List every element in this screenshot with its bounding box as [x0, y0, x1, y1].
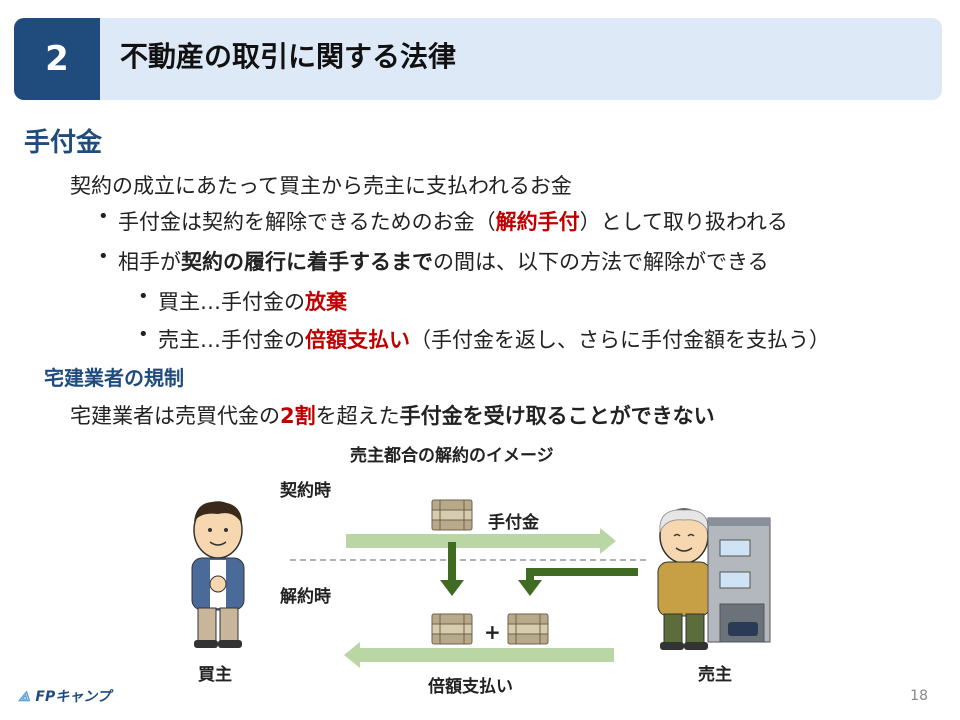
bullet-1-em: 解約手付 — [495, 210, 580, 234]
sub-bullet-2-post: （手付金を返し、さらに手付金額を支払う） — [410, 328, 830, 352]
bullet-1: 手付金は契約を解除できるためのお金（解約手付）として取り扱われる — [98, 206, 788, 236]
bullet-2-pre: 相手が — [118, 250, 181, 274]
contract-time-label: 契約時 — [280, 481, 331, 501]
deposit-label: 手付金 — [488, 513, 539, 533]
cancel-time-label: 解約時 — [280, 587, 331, 607]
section-title: 手付金 — [24, 128, 103, 158]
logo-text: FPキャンプ — [35, 689, 111, 705]
regulation-bold: 手付金を受け取ることができない — [399, 404, 715, 428]
seller-label: 売主 — [698, 665, 732, 685]
page-number: 18 — [910, 688, 928, 704]
section-number: 2 — [14, 18, 100, 100]
bullet-1-pre: 手付金は契約を解除できるためのお金（ — [118, 210, 496, 234]
slide-header: 2 不動産の取引に関する法律 — [14, 18, 942, 100]
intro-text: 契約の成立にあたって買主から売主に支払われるお金 — [70, 174, 572, 198]
regulation-em: 2割 — [280, 404, 316, 428]
slide-title: 不動産の取引に関する法律 — [120, 40, 457, 73]
money-bundle-icon — [431, 613, 473, 645]
sub-bullet-1-em: 放棄 — [305, 290, 347, 314]
regulation-text: 宅建業者は売買代金の2割を超えた手付金を受け取ることができない — [70, 400, 715, 430]
plus-sign: + — [484, 620, 501, 644]
sub-bullet-2-pre: 売主…手付金の — [158, 328, 305, 352]
down-arrow-left — [440, 542, 464, 596]
sub-bullet-1: 買主…手付金の放棄 — [138, 286, 347, 316]
double-payment-arrow-left — [344, 642, 614, 668]
fp-camp-logo: ⟁ FPキャンプ — [18, 686, 111, 706]
sub-bullet-2-em: 倍額支払い — [305, 328, 410, 352]
sub-bullet-2: 売主…手付金の倍額支払い（手付金を返し、さらに手付金額を支払う） — [138, 324, 830, 354]
double-payment-label: 倍額支払い — [428, 677, 513, 697]
buyer-person-icon — [191, 501, 245, 648]
deposit-arrow-right — [346, 528, 616, 554]
building-icon — [707, 517, 771, 643]
diagram-title: 売主都合の解約のイメージ — [350, 446, 554, 466]
logo-mark-icon: ⟁ — [18, 689, 31, 705]
sub-bullet-1-pre: 買主…手付金の — [158, 290, 305, 314]
bullet-2-em: 契約の履行に着手するまで — [181, 250, 433, 274]
buyer-label: 買主 — [198, 665, 232, 685]
money-bundle-icon — [431, 499, 473, 531]
bent-arrow-right — [518, 568, 638, 596]
regulation-title: 宅建業者の規制 — [44, 366, 184, 390]
seller-person-icon — [657, 508, 711, 650]
regulation-mid: を超えた — [315, 404, 400, 428]
money-bundle-icon — [507, 613, 549, 645]
bullet-1-post: ）として取り扱われる — [579, 210, 788, 234]
bullet-2: 相手が契約の履行に着手するまでの間は、以下の方法で解除ができる — [98, 246, 769, 276]
regulation-pre: 宅建業者は売買代金の — [70, 404, 280, 428]
bullet-2-post: の間は、以下の方法で解除ができる — [433, 250, 769, 274]
